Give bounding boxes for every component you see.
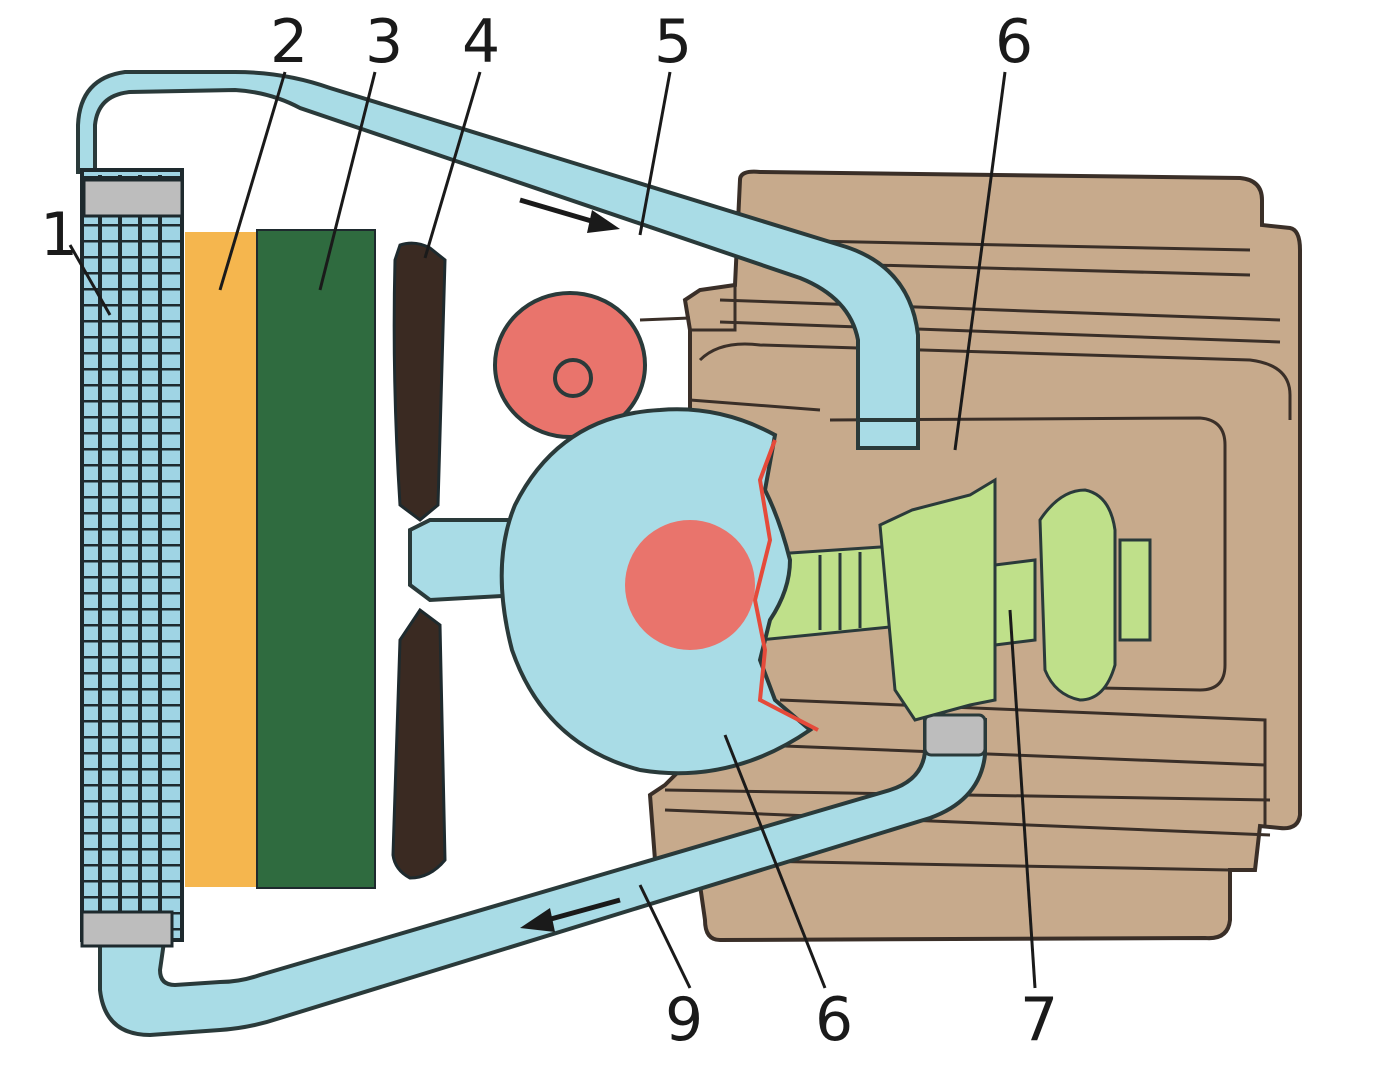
- pump-hot-spot: [625, 520, 755, 650]
- radiator: [80, 168, 184, 948]
- label-1: 1: [40, 200, 78, 270]
- lower-flow-arrowhead: [520, 908, 555, 932]
- leader-4: [423, 71, 482, 259]
- layer-2: [185, 232, 257, 887]
- leader-9: [638, 884, 692, 989]
- upper-hose: [76, 70, 920, 450]
- pump-shaft: [758, 477, 1152, 722]
- leader-2: [218, 71, 287, 291]
- leader-1: [68, 244, 112, 316]
- label-6-bottom: 6: [815, 985, 853, 1055]
- label-9: 9: [665, 985, 703, 1055]
- pump-housing: [499, 407, 819, 776]
- label-6-top: 6: [995, 7, 1033, 77]
- radiator-top-tank: [82, 178, 184, 218]
- lower-hose: [98, 713, 987, 1038]
- label-3: 3: [365, 7, 403, 77]
- leader-5: [638, 71, 672, 236]
- label-2: 2: [270, 7, 308, 77]
- radiator-bottom-tank: [80, 910, 174, 948]
- layer-3-condenser: [256, 229, 376, 889]
- upper-pulley: [493, 291, 647, 439]
- leader-6-bottom: [723, 734, 827, 989]
- lower-hose-clamp: [923, 713, 987, 757]
- label-7: 7: [1020, 985, 1058, 1055]
- lower-flow-arrow: [539, 897, 621, 925]
- leader-3: [318, 71, 377, 291]
- upper-flow-arrowhead: [587, 210, 620, 233]
- leader-6-top: [953, 71, 1007, 451]
- label-4: 4: [462, 7, 500, 77]
- leader-7: [1008, 609, 1037, 989]
- label-5: 5: [654, 7, 692, 77]
- callouts: 1 2 3 4 5 6 9 6 7: [40, 7, 1058, 1055]
